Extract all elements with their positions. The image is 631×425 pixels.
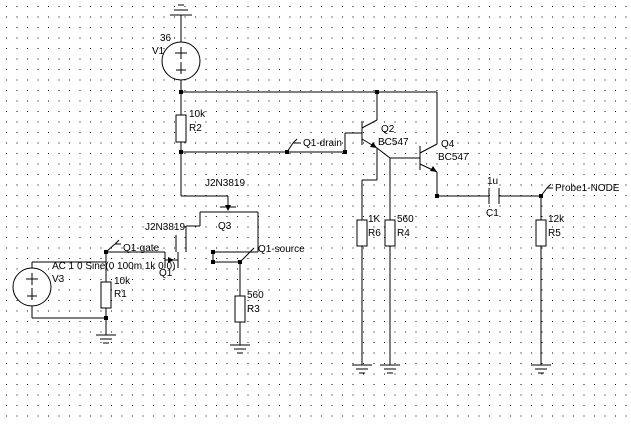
resistor-r5[interactable]: [535, 219, 547, 247]
c1-value: 1u: [487, 176, 498, 187]
grid-dots: [6, 6, 627, 417]
transistor-q2[interactable]: [361, 119, 378, 149]
v1-value: 36: [160, 33, 172, 44]
ground-r6-icon: [352, 364, 372, 374]
resistor-r3[interactable]: [234, 295, 246, 323]
ground-r4-icon: [380, 364, 400, 374]
ground-r5-icon: [531, 364, 551, 374]
r2-value: 10k: [189, 109, 206, 120]
wires: [31, 15, 548, 365]
r5-value: 12k: [548, 214, 565, 225]
label-q1-drain: Q1-drain: [303, 138, 342, 149]
capacitor-c1[interactable]: [488, 188, 500, 204]
ground-r3-icon: [230, 344, 250, 354]
r1-name: R1: [114, 289, 127, 300]
junction-dots: [104, 90, 543, 320]
probe-q1-source-flag[interactable]: [249, 247, 256, 253]
probe-q1-gate-flag[interactable]: [114, 239, 121, 245]
q1-name: Q1: [159, 268, 173, 279]
resistor-r1[interactable]: [100, 281, 112, 309]
label-q1-source: Q1-source: [258, 244, 305, 255]
r5-name: R5: [548, 228, 561, 239]
v1-name: V1: [152, 46, 165, 57]
q3-value: J2N3819: [205, 178, 245, 189]
q2-value: BC547: [378, 137, 409, 148]
v3-name: V3: [52, 274, 65, 285]
resistor-r4[interactable]: [384, 219, 396, 247]
r4-value: 560: [397, 214, 414, 225]
r1-value: 10k: [114, 276, 131, 287]
label-q1-gate: Q1-gate: [123, 243, 160, 254]
v3-value: AC 1 0 Sine(0 100m 1k 0 0): [52, 261, 175, 272]
q1-value: J2N3819: [145, 222, 185, 233]
r3-value: 560: [247, 290, 264, 301]
q3-name: Q3: [218, 221, 232, 232]
r2-name: R2: [189, 123, 202, 134]
probe-q1-drain-flag[interactable]: [292, 138, 300, 144]
c1-name: C1: [486, 208, 499, 219]
ground-top-icon: [170, 4, 192, 16]
r3-name: R3: [247, 304, 260, 315]
r6-value: 1K: [368, 214, 381, 225]
transistor-q4[interactable]: [419, 143, 438, 173]
resistor-r6[interactable]: [356, 219, 368, 247]
voltage-source-v3[interactable]: [12, 267, 52, 307]
r4-name: R4: [397, 228, 410, 239]
voltage-source-v1[interactable]: [161, 41, 201, 81]
jfet-q3[interactable]: [220, 205, 236, 211]
jfet-q1[interactable]: [164, 252, 179, 268]
resistor-r2[interactable]: [175, 114, 187, 143]
q4-value: BC547: [438, 152, 469, 163]
q4-name: Q4: [441, 139, 455, 150]
label-probe1-node: Probe1-NODE: [555, 183, 620, 194]
r6-name: R6: [368, 228, 381, 239]
q2-name: Q2: [381, 124, 395, 135]
ground-r1-icon: [96, 334, 116, 344]
probe1-node-flag[interactable]: [546, 183, 553, 189]
